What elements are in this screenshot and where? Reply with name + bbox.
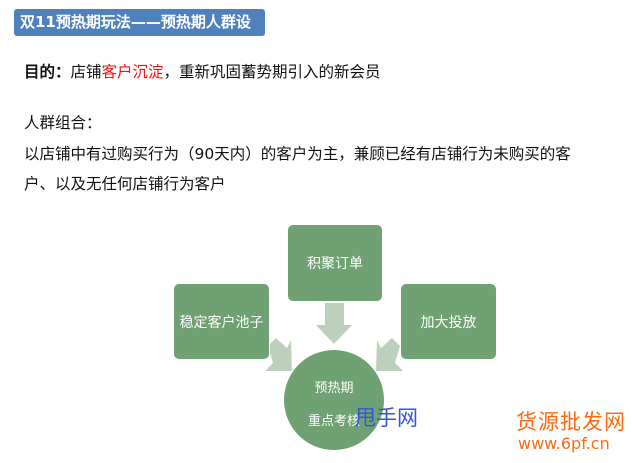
goal-label: 目的：: [24, 63, 71, 81]
goal-prefix: 店铺: [70, 63, 102, 81]
watermark-shuaishou: 甩手网: [355, 406, 418, 430]
center-circle: 预热期 重点考核: [284, 350, 384, 450]
arrow-right-diagonal-icon: [376, 338, 403, 371]
arrow-down-icon: [316, 303, 352, 344]
center-line-2: 重点考核: [307, 414, 360, 429]
box-stabilize-customers: 稳定客户池子: [173, 283, 270, 360]
goal-highlight: 客户沉淀: [101, 63, 164, 81]
crowd-line-1: 以店铺中有过购买行为（90天内）的客户为主，兼顾已经有店铺行为未购买的客: [24, 145, 571, 163]
arrow-left-diagonal-icon: [265, 338, 292, 371]
watermark-6pf: 货源批发网: [516, 410, 626, 434]
goal-line: 目的：店铺客户沉淀，重新巩固蓄势期引入的新会员: [24, 60, 381, 82]
center-line-1: 预热期: [314, 381, 354, 396]
watermark-6pf-url: www.6pf.cn: [518, 434, 610, 453]
goal-suffix: ，重新巩固蓄势期引入的新会员: [163, 63, 381, 81]
crowd-line-2: 户、以及无任何店铺行为客户: [24, 175, 226, 193]
page-title: 双11预热期玩法——预热期人群设置: [14, 9, 265, 58]
box-increase-ads: 加大投放: [400, 283, 497, 360]
box-accumulate-orders: 积聚订单: [287, 224, 383, 302]
crowd-label: 人群组合：: [24, 114, 102, 132]
